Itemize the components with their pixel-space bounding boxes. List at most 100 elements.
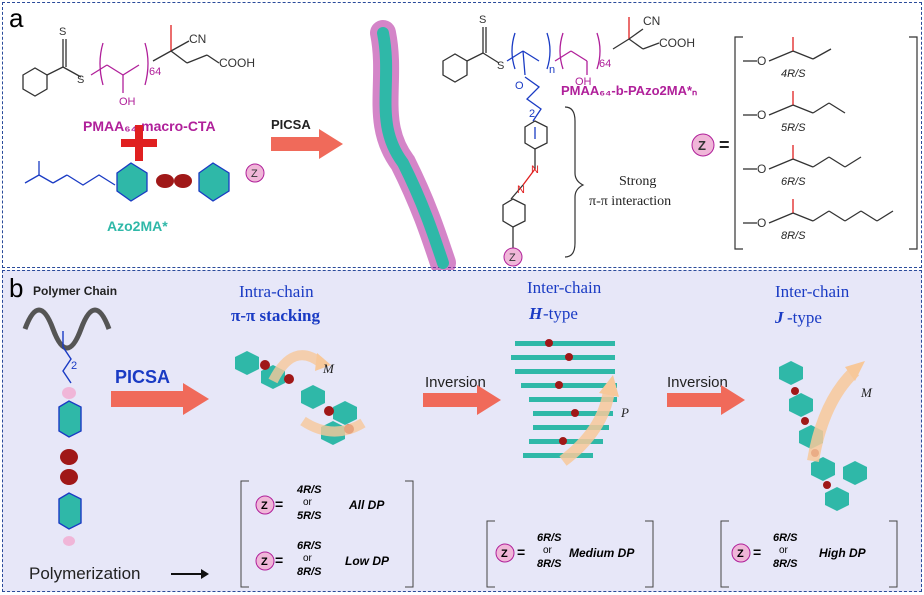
box2-row-b: 8R/S	[537, 558, 562, 570]
panel-label-a: a	[9, 3, 24, 33]
substituent-label: 6R/S	[781, 176, 806, 188]
box2-row-or: or	[543, 545, 553, 556]
panel-b-graphic: b Polymer Chain 2 Polymerization PICSA I…	[9, 273, 898, 588]
azo-monomer-name: Azo2MA*	[107, 218, 168, 234]
intra-title-1: Intra-chain	[239, 282, 314, 301]
box1-row2-or: or	[303, 553, 313, 564]
h-title-2-rest: -type	[543, 304, 578, 323]
picsa-arrow	[111, 383, 209, 415]
z-label: Z	[501, 548, 508, 560]
polymer-chain-label: Polymer Chain	[33, 284, 117, 298]
subscript-2: 2	[529, 108, 535, 120]
o-bead	[62, 387, 76, 399]
box3-row-b: 8R/S	[773, 558, 798, 570]
o-label: O	[757, 162, 766, 176]
cooh-label: COOH	[659, 36, 695, 50]
z-bead	[63, 536, 75, 546]
sulfur-label: S	[497, 60, 504, 72]
z-label: Z	[251, 168, 258, 180]
j-title-2-rest: -type	[787, 308, 822, 327]
box1-row1-dp: All DP	[348, 498, 385, 512]
z-label: Z	[698, 138, 706, 153]
azo-n-bead	[156, 174, 174, 188]
cn-label: CN	[189, 32, 206, 46]
intra-chain-stack	[235, 350, 366, 445]
o-label: O	[757, 216, 766, 230]
intra-title-2: π-π stacking	[231, 306, 320, 325]
box2-dp: Medium DP	[569, 546, 635, 560]
azo-monomer-structure	[24, 161, 230, 202]
picsa-label: PICSA	[271, 117, 311, 132]
macro-cta-name: PMAA₆₄ macro-CTA	[83, 118, 216, 134]
macro-cta-structure	[22, 25, 220, 97]
interaction-line-1: Strong	[619, 174, 656, 189]
j-title-2-italic: J	[774, 308, 784, 327]
equals-sign: =	[719, 135, 730, 155]
inversion-label-1: Inversion	[425, 374, 486, 391]
condition-box-3	[720, 520, 898, 588]
z-badge	[245, 163, 265, 183]
subscript-2: 2	[71, 360, 77, 372]
helix-p-label: P	[620, 405, 629, 420]
z-label: Z	[737, 548, 744, 560]
box3-row-or: or	[779, 545, 789, 556]
plus-icon	[121, 125, 157, 161]
z-badge	[503, 247, 523, 267]
panel-a: a S S 64 CN COOH OH PMAA₆₄ macro-CTA	[2, 2, 922, 276]
z-label: Z	[509, 252, 516, 264]
equals-sign: =	[517, 544, 525, 560]
box1-row1-b: 5R/S	[297, 510, 322, 522]
condition-box-1	[240, 480, 414, 588]
brace	[564, 106, 585, 258]
condition-box-2	[486, 520, 654, 588]
box1-row1-or: or	[303, 497, 313, 508]
cooh-label: COOH	[219, 56, 255, 70]
z-label: Z	[261, 556, 268, 568]
substituent-4rs	[743, 37, 832, 62]
o-label: O	[515, 80, 524, 92]
picsa-label: PICSA	[115, 367, 170, 387]
interaction-line-2: π-π interaction	[589, 194, 671, 209]
equals-sign: =	[275, 552, 283, 568]
h-type-stack	[511, 339, 619, 466]
helix-m-label: M	[322, 361, 335, 376]
inversion-arrow-1	[423, 385, 501, 415]
box1-row2-b: 8R/S	[297, 566, 322, 578]
azo-n-bead	[174, 174, 192, 188]
oh-label: OH	[575, 76, 592, 88]
z-label: Z	[261, 500, 268, 512]
n-label: N	[517, 184, 525, 196]
bracket-left	[734, 36, 743, 250]
azo-n-bead	[60, 449, 78, 465]
substituent-5rs	[743, 91, 846, 116]
h-title-1: Inter-chain	[527, 278, 602, 297]
j-title-1: Inter-chain	[775, 282, 850, 301]
subscript-64: 64	[149, 66, 161, 78]
panel-a-graphic: a S S 64 CN COOH OH PMAA₆₄ macro-CTA	[9, 3, 918, 276]
substituent-label: 5R/S	[781, 122, 806, 134]
box1-row1-a: 4R/S	[296, 484, 322, 496]
inversion-label-2: Inversion	[667, 374, 728, 391]
azo-n-bead	[60, 469, 78, 485]
polymerization-arrow	[171, 569, 209, 579]
sulfur-label: S	[479, 14, 486, 26]
block-copolymer-structure	[442, 17, 660, 249]
panel-label-b: b	[9, 273, 23, 303]
o-label: O	[757, 54, 766, 68]
substituent-6rs	[743, 145, 862, 170]
o-label: O	[757, 108, 766, 122]
inversion-arrow-2	[667, 385, 745, 415]
j-type-stack	[779, 361, 867, 511]
z-badge	[691, 133, 715, 157]
substituent-label: 8R/S	[781, 230, 806, 242]
box1-row2-a: 6R/S	[297, 540, 322, 552]
panel-b: b Polymer Chain 2 Polymerization PICSA I…	[2, 270, 922, 592]
box3-row-a: 6R/S	[773, 532, 798, 544]
picsa-arrow	[271, 129, 343, 159]
pendant-azo	[58, 331, 82, 530]
box3-dp: High DP	[819, 546, 867, 560]
box1-row2-dp: Low DP	[345, 554, 390, 568]
h-title-2-italic: H	[528, 304, 543, 323]
subscript-64: 64	[599, 58, 611, 70]
substituent-8rs	[743, 199, 894, 224]
